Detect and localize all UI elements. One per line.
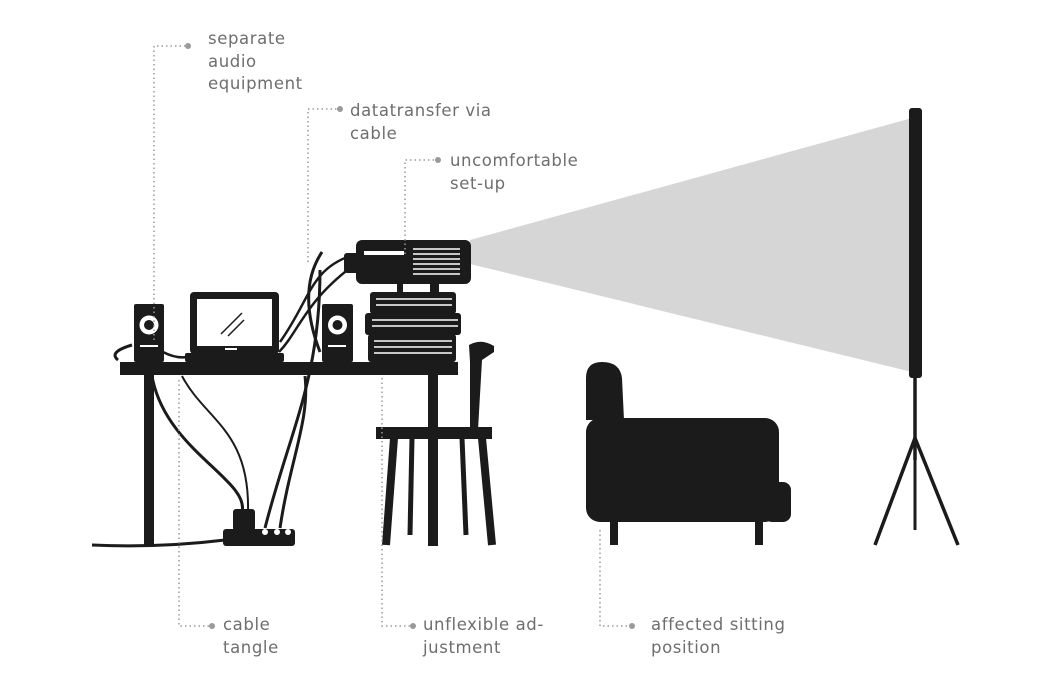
cables bbox=[91, 251, 359, 548]
annotation-line: uncomfortable bbox=[450, 151, 579, 170]
book-stack bbox=[365, 292, 461, 362]
right-speaker bbox=[322, 304, 353, 362]
annotation-line: affected sitting bbox=[651, 615, 786, 634]
leader-line-setup bbox=[404, 159, 436, 254]
leader-dot-setup bbox=[435, 157, 441, 163]
projector-light-beam bbox=[470, 118, 912, 372]
annotation-line: position bbox=[651, 637, 722, 657]
annotation-line: cable bbox=[350, 123, 398, 143]
annotation-line: set-up bbox=[450, 173, 506, 193]
leader-dot-sitting bbox=[629, 623, 635, 629]
leader-line-audio bbox=[153, 45, 188, 340]
leader-line-cable-tangle bbox=[178, 380, 210, 627]
annotation-line: audio bbox=[208, 51, 257, 71]
laptop bbox=[185, 292, 284, 362]
annotation-line: unflexible ad- bbox=[423, 615, 544, 634]
desk bbox=[120, 362, 458, 546]
annotation-line: cable bbox=[223, 615, 271, 634]
leader-line-adjustment bbox=[381, 378, 412, 627]
annotation-sitting-position: affected sitting position bbox=[651, 614, 786, 659]
power-strip bbox=[223, 509, 295, 546]
annotation-adjustment: unflexible ad- justment bbox=[423, 614, 544, 659]
leader-line-datatransfer bbox=[307, 108, 338, 262]
leader-line-sitting bbox=[599, 530, 631, 627]
annotation-setup: uncomfortable set-up bbox=[450, 150, 578, 195]
chair bbox=[376, 341, 496, 546]
annotation-line: justment bbox=[423, 637, 502, 657]
annotation-audio-equipment: separate audio equipment bbox=[208, 28, 303, 96]
leader-dot-adjustment bbox=[410, 623, 416, 629]
leader-dot-audio bbox=[185, 43, 191, 49]
annotation-line: equipment bbox=[208, 74, 303, 93]
annotation-line: separate bbox=[208, 29, 286, 48]
leader-dot-cable-tangle bbox=[209, 623, 215, 629]
annotation-cable-tangle: cable tangle bbox=[223, 614, 279, 659]
annotation-datatransfer: datatransfer via cable bbox=[350, 100, 492, 145]
leader-dot-datatransfer bbox=[337, 106, 343, 112]
left-speaker bbox=[134, 304, 164, 362]
annotation-line: datatransfer via bbox=[350, 101, 492, 120]
armchair bbox=[586, 362, 791, 545]
projector bbox=[344, 240, 471, 292]
projection-screen bbox=[873, 108, 960, 546]
annotation-line: tangle bbox=[223, 637, 279, 657]
